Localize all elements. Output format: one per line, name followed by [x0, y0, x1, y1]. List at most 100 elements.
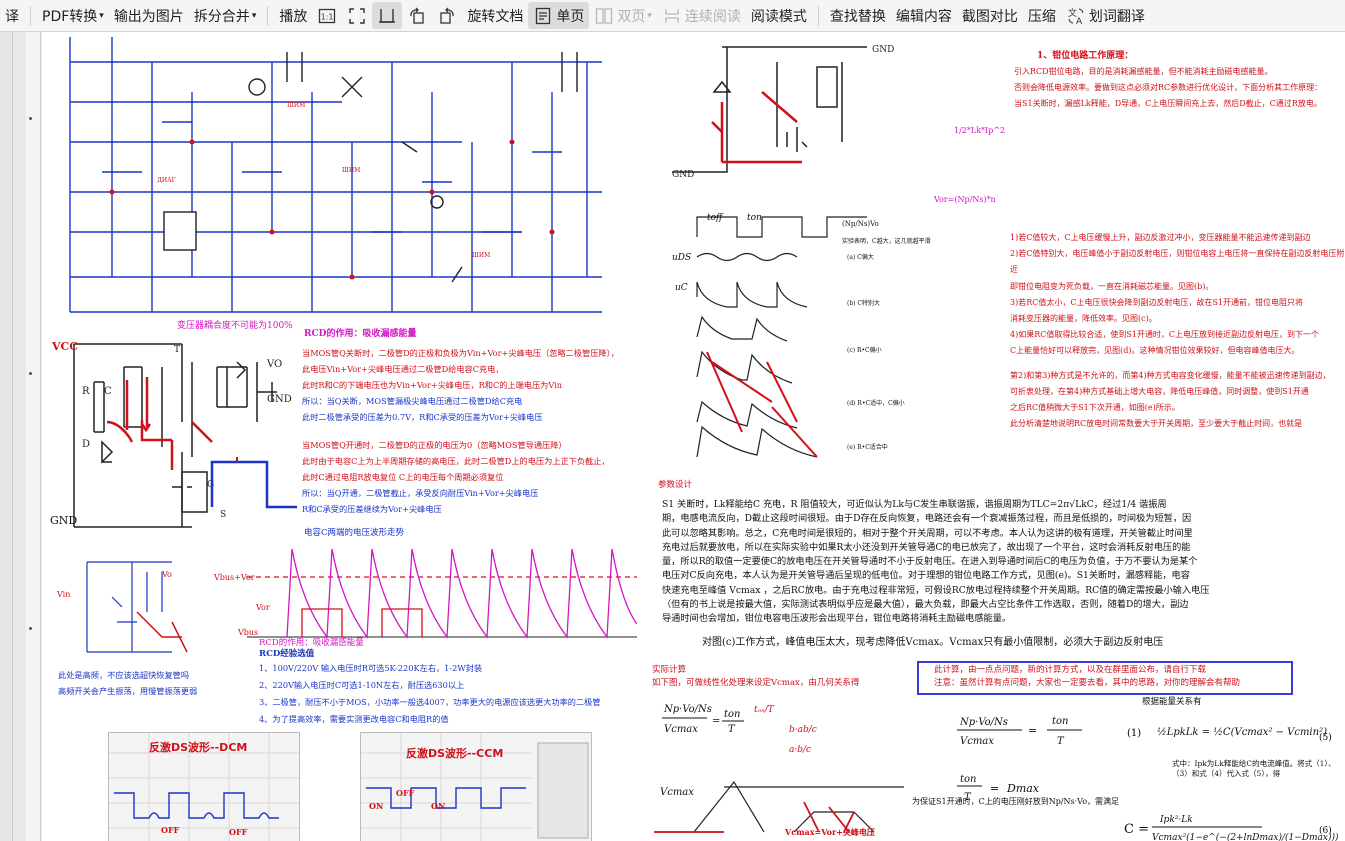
rc-analysis-notes: 1)若C值较大，C上电压缓慢上升，副边反激过冲小，变压器能量不能迅速传递到副边 … [1010, 230, 1345, 432]
small-rcd-schematic: Vin Vo [56, 561, 188, 653]
svg-text:T: T [728, 724, 736, 735]
rcd-off-explanation: 当MOS管Q关断时，二极管D的正极和负极为Vin+Vor+尖峰电压（忽略二极管压… [302, 345, 619, 425]
dmax-symbol: Dmax [1006, 782, 1040, 795]
chevron-down-icon: ▾ [647, 10, 652, 21]
param-design-title: 参数设计 [658, 480, 693, 490]
toolbar-divider [817, 5, 819, 26]
toff-label: toff [707, 213, 723, 223]
cap-waveform-caption: 电容C两端的电压波形走势 [304, 528, 405, 538]
find-replace-button[interactable]: 查找替换 [829, 8, 886, 25]
text-line: 此时R和C的下端电压也为Vin+Vor+尖峰电压，R和C的上端电压为Vin [302, 380, 563, 390]
svg-text:Vcmax: Vcmax [660, 787, 694, 798]
case-d-label: (d) R•C适中，C偏小 [847, 400, 905, 407]
svg-text:D: D [82, 439, 90, 450]
left-panel-edge[interactable] [0, 32, 13, 841]
vcc-label: VCC [52, 340, 79, 353]
text-line: 期，电感电流反向，D截止这段时间很短。由于D存在反向恢复，电路还会有一个衰减振荡… [662, 513, 1192, 525]
notice-line: 注意：虽然计算有点问题，大家也一定要去看，其中的思路，对你的理解会有帮助 [934, 678, 1241, 688]
list-item: 2、220V输入电压时C可选1-10N左右，耐压选630以上 [259, 680, 465, 690]
svg-text:Np·Vo/Ns: Np·Vo/Ns [663, 704, 712, 715]
reading-mode-button[interactable]: 阅读模式 [750, 8, 807, 25]
svg-text:R: R [82, 386, 90, 397]
on-label: ON [369, 801, 384, 811]
svg-text:=: = [990, 782, 999, 795]
clamp-explanation: 引入RCD钳位电路，目的是消耗漏感能量，但不能消耗主励磁电感能量。 否则会降低电… [1014, 64, 1322, 112]
ccm-waveform [361, 733, 589, 841]
text-line: C上能量恰好可以释放完，见图(d)。这种情况钳位效果较好，但电容峰值电压大。 [1010, 346, 1300, 356]
translate-menu[interactable]: 译 [5, 8, 19, 25]
actual-size-button[interactable]: 1:1 [312, 2, 342, 29]
text-line: 此时二极管承受的压差为0.7V，R和C承受的压差为Vor+尖峰电压 [302, 412, 543, 422]
compress-button[interactable]: 压缩 [1027, 8, 1056, 25]
capacitor-voltage-chart [247, 548, 637, 639]
rotate-left-button[interactable] [402, 2, 432, 29]
text-line: 充电过后就要放电，所以在实际实验中如果R太小还没到开关管导通C的电已放完了，故出… [662, 541, 1191, 553]
spacer [1010, 360, 1345, 368]
rotate-right-button[interactable] [432, 2, 462, 29]
text-line: 所以：当Q关断，MOS管漏极尖峰电压通过二极管D给C充电 [302, 396, 523, 406]
text-line: 4)如果RC值取得比较合适，使到S1开通时，C上电压放到接近副边反射电压，到下一… [1010, 330, 1320, 340]
text-line: 量，所以R的取值一定要使C的放电电压在开关管导通时不小于反射电压。在进入到导通时… [662, 556, 1198, 568]
rotate-document-button[interactable]: 旋转文档 [467, 8, 524, 25]
continuous-read-icon [662, 6, 682, 26]
case-a-label: (a) C偏大 [847, 254, 874, 261]
fit-page-icon [347, 6, 367, 26]
svg-text:Np·Vo/Ns: Np·Vo/Ns [959, 717, 1008, 728]
fit-width-icon [377, 6, 397, 26]
double-page-button[interactable]: 双页▾ [589, 2, 657, 29]
text-line: 快速充电至峰值 Vcmax ，之后RC放电。由于充电过程非常短，可假设RC放电过… [662, 584, 1210, 596]
text-line: 当MOS管Q开通时，二极管D的正极的电压为0（忽略MOS管导通压降） [302, 440, 567, 450]
text-line: 之后RC值稍微大于S1下次开通，如图(e)所示。 [1010, 403, 1180, 413]
rcd-experience-title: RCD经验选值 [259, 649, 315, 659]
svg-text:Vcmax: Vcmax [664, 724, 698, 735]
equations-area: Np·Vo/Ns Vcmax = ton T ton T = Dmax ½Lpk… [957, 716, 1339, 841]
svg-text:=: = [1028, 724, 1037, 737]
play-button[interactable]: 播放 [279, 8, 308, 25]
svg-text:Vcmax: Vcmax [960, 736, 994, 747]
capacitance-symbol: C = [1124, 822, 1149, 837]
text-line: 此时C通过电阻R放电复位 C上的电压每个周期必须复位 [302, 472, 504, 482]
rcd-experience-list: 1、100V/220V 输入电压时R可选5K-220K左右，1-2W封装 2、2… [259, 660, 601, 728]
svg-text:VO: VO [266, 359, 282, 370]
off-label: OFF [229, 827, 248, 837]
experiment-note: 实验表明，C越大，这几就越平滑 [842, 238, 931, 245]
svg-text:T: T [964, 792, 972, 803]
list-item: 4、为了提高效率，需要实测更改电容C和电阻R的值 [259, 714, 449, 724]
gnd-label: GND [50, 514, 78, 527]
vbus-vor-label: Vbus+Vor [214, 573, 255, 582]
equation-note: 式中：Ipk为Lk释能给C的电流峰值。将式（1）、（3）和式（4）代入式（5），… [1172, 759, 1336, 779]
chevron-down-icon: ▾ [99, 10, 104, 21]
fit-width-button[interactable] [372, 2, 403, 29]
text-line: 否则会降低电源效率。要做到这点必须对RC参数进行优化设计，下面分析其工作原理： [1014, 83, 1323, 92]
actual-calc-title: 实际计算 [652, 665, 687, 675]
split-merge-menu[interactable]: 拆分合并▾ [193, 8, 257, 25]
svg-text:ШИМ: ШИМ [287, 102, 305, 109]
text-line: 此分析清楚地说明RC放电时间常数要大于开关周期，至少要大于截止时间，也就是 [1010, 419, 1303, 429]
off-label: OFF [396, 788, 415, 798]
edit-content-button[interactable]: 编辑内容 [895, 8, 952, 25]
continuous-read-button[interactable]: 连续阅读 [657, 2, 746, 29]
text-line: 即钳位电阻变为死负载，一直在消耗磁芯能量。见图(b)。 [1010, 281, 1214, 291]
svg-text:a·b/c: a·b/c [789, 745, 811, 755]
linearization-figure: tₒₙ/T b·ab/c a·b/c Np·Vo/Ns Vcmax = ton … [654, 704, 904, 833]
export-image-button[interactable]: 输出为图片 [113, 8, 184, 25]
svg-text:tₒₙ/T: tₒₙ/T [754, 705, 775, 715]
single-page-button[interactable]: 单页 [528, 2, 590, 29]
screenshot-compare-button[interactable]: 截图对比 [961, 8, 1018, 25]
fit-page-button[interactable] [342, 2, 372, 29]
actual-size-icon: 1:1 [317, 6, 337, 26]
toolbar-divider [30, 5, 31, 26]
dcm-scope-capture: 反激DS波形--DCM OFF OFF [108, 732, 300, 841]
svg-text:b·ab/c: b·ab/c [789, 725, 817, 735]
text-line: 3)若RC值太小，C上电压很快会降到副边反射电压，故在S1开通前，钳位电阻只将 [1010, 297, 1304, 307]
ucs-label: uDS [672, 253, 692, 263]
rcd-function-title: RCD的作用：吸收漏感能量 [304, 329, 417, 339]
svg-text:ШИМ: ШИМ [472, 252, 490, 259]
vor-formula: Vor=(Np/Ns)*n [934, 195, 996, 204]
text-line: 2)若C值特别大，电压峰值小于副边反射电压，则钳位电容上电压将一直保持在副边反射… [1010, 249, 1345, 275]
svg-text:½LpkLk = ½C(Vcmax² − Vcmin²): ½LpkLk = ½C(Vcmax² − Vcmin²) [1157, 727, 1327, 738]
ton-label: ton [747, 213, 762, 223]
svg-text:=: = [712, 716, 720, 727]
pdf-convert-menu[interactable]: PDF转换▾ [42, 8, 104, 25]
